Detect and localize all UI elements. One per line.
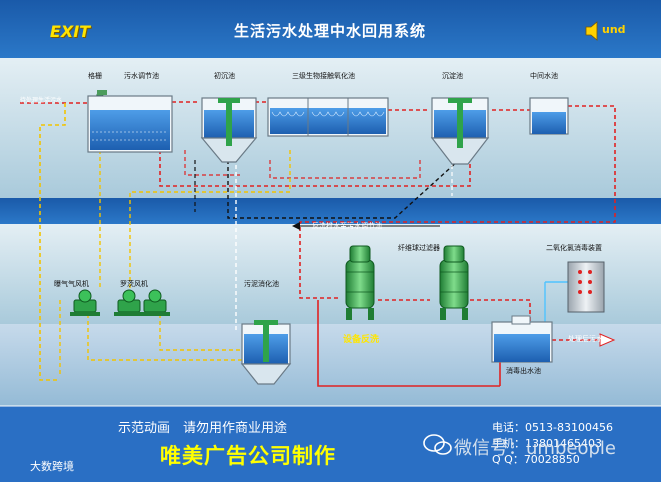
outlet-arrow-icon [599, 333, 616, 347]
middle-sky-band [0, 198, 661, 224]
pipelines-upper [20, 101, 616, 381]
label-disinfect-tank: 消毒出水池 [506, 367, 541, 375]
speaker-icon[interactable] [585, 21, 598, 41]
backflow-arrow-icon [292, 222, 300, 230]
label-regulating-tank: 污水调节池 [124, 72, 159, 80]
filter-feed-pipe [299, 105, 616, 299]
label-outlet: 处理后污水 [568, 335, 603, 343]
contact-mobile: 手机：13801465403 [492, 437, 602, 450]
label-aeration-blower: 曝气气风机 [54, 280, 89, 288]
page-title: 生活污水处理中水回用系统 [233, 22, 426, 40]
contact-phone: 电话：0513-83100456 [492, 421, 613, 434]
wechat-icon [423, 434, 452, 455]
air-pipe-left [39, 103, 66, 381]
label-intermediate-tank: 中间水池 [530, 72, 558, 80]
fiber-filter-2 [439, 245, 469, 320]
roots-blower-2 [140, 289, 170, 316]
settling-tank [430, 97, 490, 165]
demo-notice: 示范动画 请勿用作商业用途 [118, 421, 288, 436]
lower-ground-band-2 [0, 324, 661, 406]
label-backflow-note: 反洗排水至污水调节池 [312, 222, 382, 230]
label-contact-oxidation: 三级生物接触氧化池 [292, 72, 355, 80]
sky-band-top [0, 0, 661, 58]
roots-blower-1 [114, 289, 144, 316]
exit-button[interactable]: EXIT [49, 22, 91, 41]
aeration-blower [70, 289, 100, 316]
footer-panel [0, 406, 661, 482]
label-roots-blower: 罗茨风机 [120, 280, 148, 288]
label-chlorine-dioxide: 二氧化氯消毒装置 [546, 244, 602, 252]
label-sludge-digest: 污泥消化池 [244, 280, 279, 288]
company-credit: 唯美广告公司制作 [160, 444, 336, 468]
backwash-button[interactable]: 设备反洗 [343, 335, 380, 345]
label-fiber-filter: 纤维球过滤器 [398, 244, 440, 252]
primary-settling-tank [200, 97, 258, 163]
sludge-pipe [227, 149, 471, 219]
contact-oxidation-tank [267, 97, 389, 137]
label-primary-settling: 初沉池 [214, 72, 235, 80]
label-inlet: 待处理生活污水 [20, 97, 63, 104]
contact-qq: Q Q：70028850 [492, 453, 580, 466]
fiber-filter-1 [345, 245, 375, 320]
sludge-digestion-tank [240, 320, 292, 385]
label-grid: 格栅 [88, 72, 102, 80]
lower-ground-band [0, 224, 661, 324]
chlorine-dioxide-unit [567, 261, 605, 313]
label-settling-tank: 沉淀池 [442, 72, 463, 80]
sound-label: und [602, 23, 626, 36]
regulating-tank [87, 95, 173, 153]
intermediate-tank [529, 97, 569, 135]
wechat-watermark: 微信号：umbeople [454, 438, 616, 459]
disinfect-tank [491, 315, 553, 363]
source-watermark: 大数跨境 [30, 460, 74, 473]
sound-button[interactable]: und [584, 20, 630, 42]
